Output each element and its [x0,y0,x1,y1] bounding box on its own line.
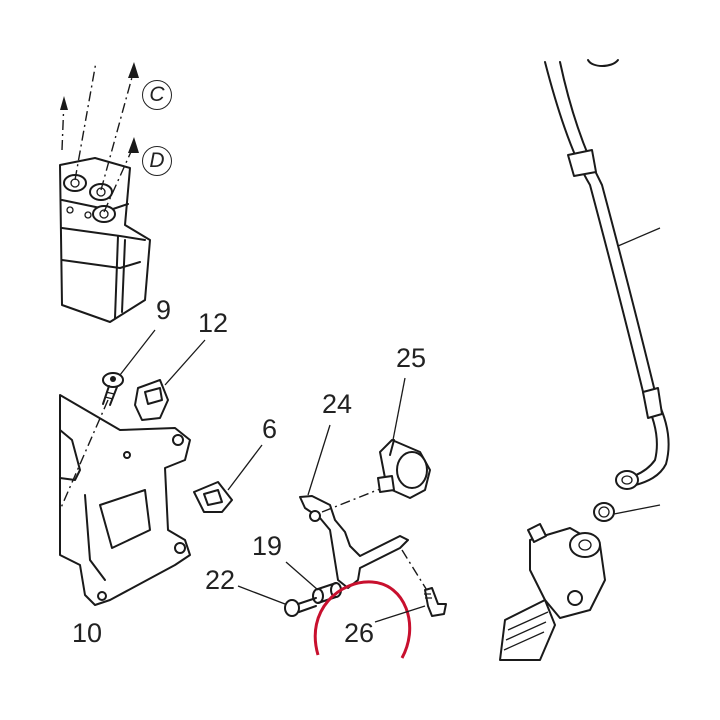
abs-unit [59,157,151,323]
highlight-ring [313,580,412,659]
port-arrows [60,61,139,213]
clip-nut-part-12 [134,379,169,421]
callout-circle-d: D [142,146,172,176]
part-label-6: 6 [262,414,278,444]
part-label-12: 12 [198,308,229,338]
screw-part-26 [424,587,447,617]
part-label-25: 25 [396,343,427,373]
part-label-22: 22 [205,565,236,595]
master-cylinder [499,523,606,661]
brake-hose [544,59,670,522]
sensor-bracket-part-24 [299,484,429,593]
clip-nut-part-6 [193,481,233,513]
bolt-part-22 [284,597,317,617]
bracket-part-10 [59,394,191,606]
part-label-10: 10 [72,618,103,648]
part-label-24: 24 [322,389,353,419]
part-label-19: 19 [252,531,283,561]
sensor-part-25 [377,439,431,499]
part-label-9: 9 [156,295,172,325]
part-label-26: 26 [344,618,375,648]
bolt-part-9 [102,372,124,406]
callout-circle-c: C [142,80,172,110]
